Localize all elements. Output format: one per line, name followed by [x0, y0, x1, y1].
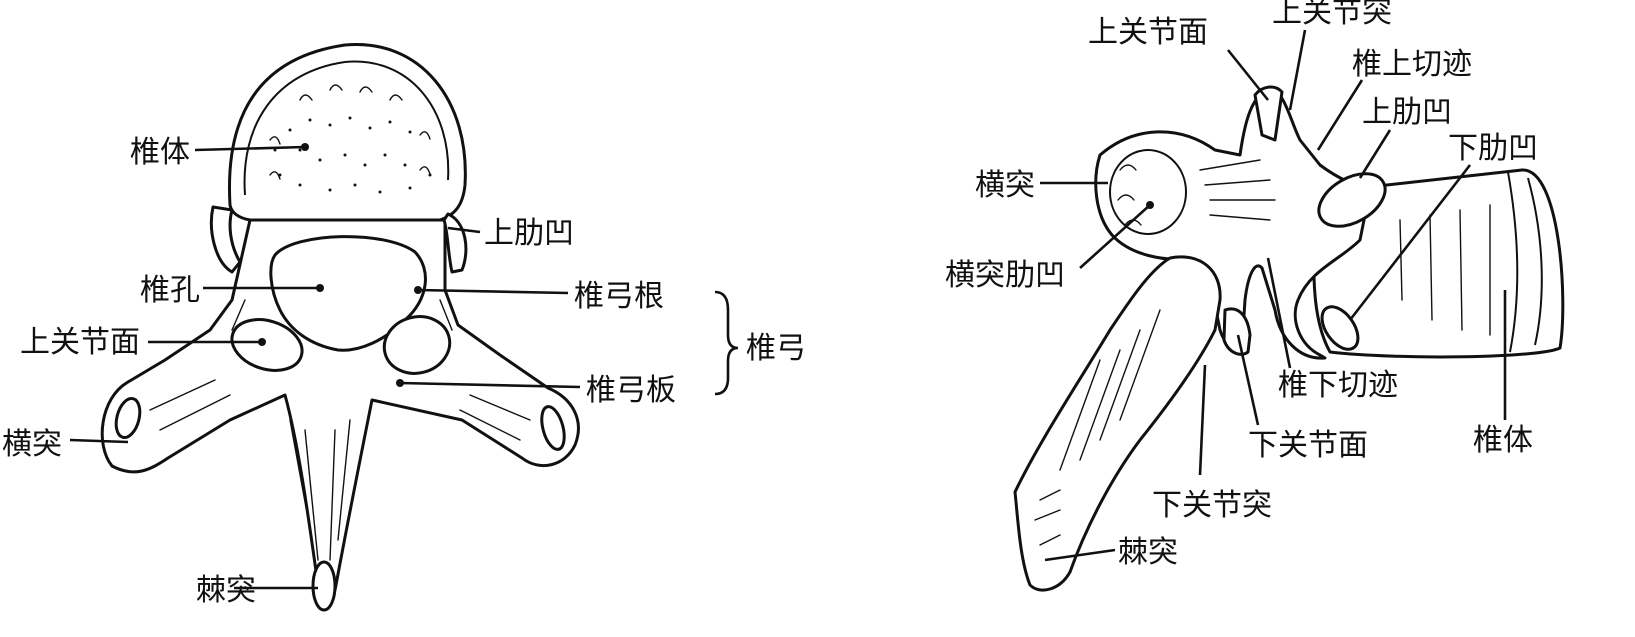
label-lat-transverse-process: 横突	[975, 168, 1035, 203]
vertebral-body-shape	[229, 44, 465, 220]
label-vertebral-body: 椎体	[130, 135, 190, 170]
label-lat-inferior-vertebral-notch: 椎下切迹	[1278, 368, 1398, 403]
superior-view-figure	[102, 44, 578, 610]
label-lat-superior-costal-facet: 上肋凹	[1362, 95, 1452, 130]
label-vertebral-foramen: 椎孔	[140, 273, 200, 308]
label-transverse-process: 横突	[2, 427, 62, 462]
label-lat-transverse-costal-facet: 横突肋凹	[945, 258, 1065, 293]
label-pedicle: 椎弓根	[574, 279, 664, 314]
label-spinous-process: 棘突	[196, 573, 256, 608]
label-vertebral-arch: 椎弓	[746, 331, 806, 366]
label-lat-superior-articular-surface: 上关节面	[1088, 15, 1208, 50]
label-lat-spinous-process: 棘突	[1118, 535, 1178, 570]
label-lamina: 椎弓板	[586, 373, 676, 408]
label-lat-inferior-articular-process: 下关节突	[1152, 488, 1272, 523]
label-lat-superior-vertebral-notch: 椎上切迹	[1352, 47, 1472, 82]
label-lat-vertebral-body: 椎体	[1473, 423, 1533, 458]
label-lat-inferior-articular-surface: 下关节面	[1248, 428, 1368, 463]
label-lat-superior-articular-process: 上关节突	[1272, 0, 1392, 30]
label-superior-costal-facet: 上肋凹	[484, 216, 574, 251]
label-superior-articular-surface: 上关节面	[20, 325, 140, 360]
label-lat-inferior-costal-facet: 下肋凹	[1448, 131, 1538, 166]
